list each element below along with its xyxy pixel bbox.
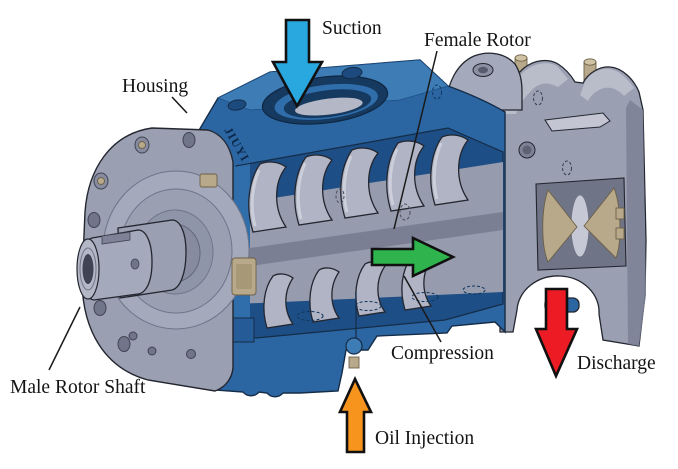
- flange-bolt-hole: [341, 66, 363, 80]
- socket-screw: [93, 136, 150, 190]
- compression-label: Compression: [391, 343, 494, 364]
- suction-label: Suction: [322, 18, 382, 39]
- bearing-tan-left: [542, 189, 578, 263]
- rotor-chamber: [228, 134, 503, 343]
- hidden-hole: [399, 203, 411, 221]
- housing-body: JIUYI: [197, 59, 506, 398]
- female-rotor-leader: [393, 50, 438, 230]
- male-rotor-shaft-label: Male Rotor Shaft: [10, 377, 146, 398]
- oil-injection-port: [345, 292, 363, 369]
- male-rotor-shaft-leader: [48, 306, 81, 371]
- flow-arrows: [270, 18, 580, 454]
- oil-injection-arrow: [337, 375, 374, 454]
- slot-feature: [544, 112, 611, 132]
- housing-label: Housing: [122, 76, 188, 97]
- keyway: [101, 231, 131, 245]
- hidden-hole: [533, 90, 543, 106]
- suction-arrow: [270, 18, 325, 109]
- housing-side-shade: [626, 100, 646, 346]
- flange-bolt-hole: [227, 99, 247, 111]
- discharge-label: Discharge: [577, 353, 656, 374]
- shaft-pin-hole: [130, 258, 140, 270]
- oil-injection-label: Oil Injection: [375, 428, 474, 449]
- male-rotor-shaft-part: [76, 219, 187, 301]
- compression-leader: [403, 275, 442, 343]
- hidden-bore: [411, 292, 439, 302]
- bearing-cutaway: [535, 177, 627, 271]
- hidden-bore: [462, 285, 486, 295]
- clamp-tab: [199, 173, 218, 188]
- leader-lines: [48, 50, 442, 371]
- female-rotor-label: Female Rotor: [424, 30, 531, 51]
- discharge-arrow: [534, 287, 580, 380]
- male-rotor: [263, 255, 433, 329]
- hidden-hole: [335, 188, 345, 204]
- female-rotor: [248, 134, 470, 233]
- slide-valve-piece: [231, 257, 257, 296]
- housing-top-highlight: [580, 68, 634, 101]
- mesh-shadow: [236, 212, 503, 268]
- housing-leader: [171, 96, 188, 114]
- hidden-hole: [562, 160, 572, 176]
- compression-arrow: [370, 235, 457, 279]
- hidden-bore: [296, 311, 324, 321]
- shaft-bore: [82, 254, 94, 284]
- hidden-bore: [354, 301, 382, 311]
- hidden-hole: [432, 84, 442, 100]
- labels: Suction Female Rotor Housing Male Rotor …: [10, 18, 656, 449]
